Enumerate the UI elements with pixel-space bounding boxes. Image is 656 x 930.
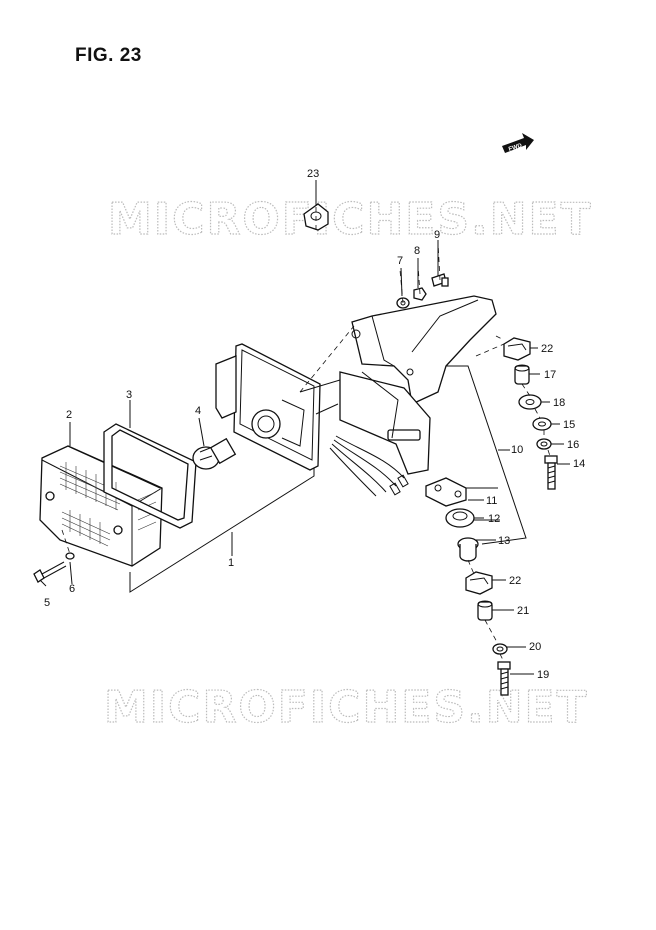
fwd-label: FWD	[508, 143, 523, 153]
collar-13	[457, 537, 479, 562]
callout-21: 21	[517, 605, 529, 617]
lamp-gasket	[103, 423, 197, 529]
washer-6	[65, 552, 75, 560]
callout-12: 12	[488, 513, 500, 525]
watermark-top: MICROFICHES.NET	[108, 194, 593, 245]
callout-20: 20	[529, 641, 541, 653]
nut-22-bottom	[465, 571, 493, 595]
collar-21	[477, 600, 493, 621]
callout-15: 15	[563, 419, 575, 431]
group-line-1	[129, 468, 315, 593]
callout-22-top: 22	[541, 343, 553, 355]
callout-18: 18	[553, 397, 565, 409]
callout-5: 5	[44, 597, 50, 609]
washer-15	[532, 417, 552, 431]
group-line-10	[446, 365, 527, 545]
callout-1: 1	[228, 557, 234, 569]
callout-leaders	[39, 180, 570, 675]
bolt-14	[544, 455, 558, 490]
callout-22-bottom: 22	[509, 575, 521, 587]
figure-title: FIG. 23	[75, 45, 142, 66]
lamp-housing	[215, 343, 321, 471]
callout-17: 17	[544, 369, 556, 381]
collar-17	[514, 364, 530, 385]
wire-harness	[329, 435, 409, 497]
callout-2: 2	[66, 409, 72, 421]
washer-18	[518, 394, 542, 410]
washer-16	[536, 438, 552, 450]
callout-16: 16	[567, 439, 579, 451]
nut-22-top	[503, 337, 531, 361]
callout-19: 19	[537, 669, 549, 681]
callout-14: 14	[573, 458, 585, 470]
bracket-clamp	[425, 477, 467, 507]
license-bracket	[299, 295, 497, 475]
washer-20	[492, 643, 508, 655]
callout-4: 4	[195, 405, 201, 417]
callout-23: 23	[307, 168, 319, 180]
callout-6: 6	[69, 583, 75, 595]
tail-lamp-lens	[39, 445, 163, 567]
callout-9: 9	[434, 229, 440, 241]
callout-7: 7	[397, 255, 403, 267]
fwd-arrow-icon: FWD	[502, 133, 534, 153]
callout-8: 8	[414, 245, 420, 257]
callout-11: 11	[486, 495, 497, 507]
callout-labels: 1 2 3 4 5 6 7 8 9 10 11 12 13 14 15 16 1…	[44, 168, 585, 681]
callout-3: 3	[126, 389, 132, 401]
grommet-12	[445, 508, 475, 528]
callout-10: 10	[511, 444, 523, 456]
screw-5	[33, 561, 67, 583]
callout-13: 13	[498, 535, 510, 547]
watermark-bottom: MICROFICHES.NET	[104, 682, 589, 733]
bulb	[192, 437, 237, 470]
bolt-19	[497, 661, 511, 696]
